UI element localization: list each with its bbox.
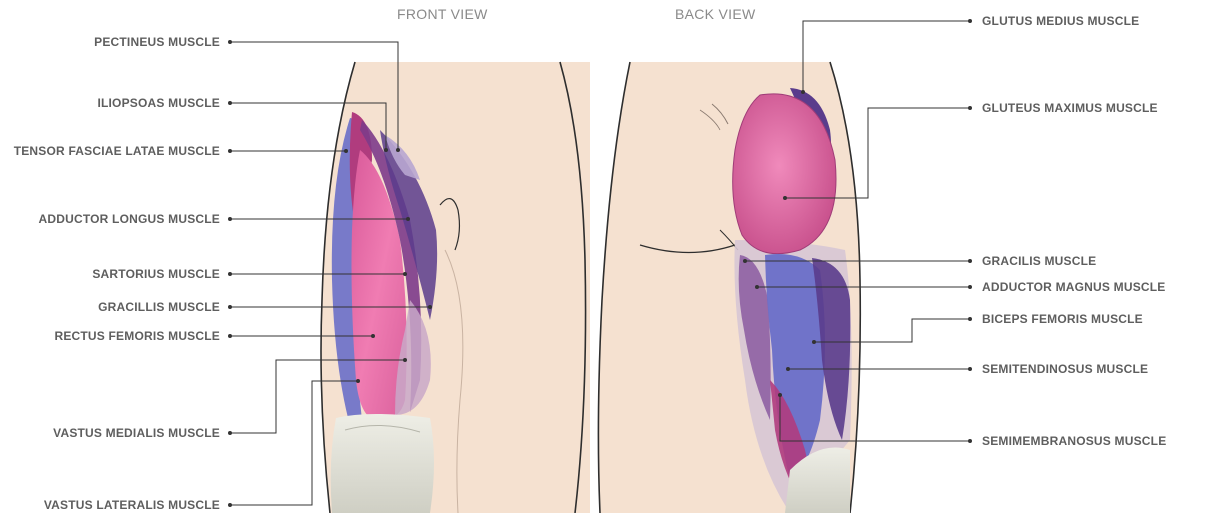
label-rectus-femoris: RECTUS FEMORIS MUSCLE <box>54 327 220 345</box>
label-semitendinosus: SEMITENDINOSUS MUSCLE <box>982 360 1148 378</box>
label-pectineus: PECTINEUS MUSCLE <box>94 33 220 51</box>
label-adductor-magnus: ADDUCTOR MAGNUS MUSCLE <box>982 278 1166 296</box>
label-gluteus-maximus: GLUTEUS MAXIMUS MUSCLE <box>982 99 1158 117</box>
label-glutus-medius: GLUTUS MEDIUS MUSCLE <box>982 12 1139 30</box>
label-gracillis: GRACILLIS MUSCLE <box>98 298 220 316</box>
label-adductor-longus: ADDUCTOR LONGUS MUSCLE <box>38 210 220 228</box>
label-iliopsoas: ILIOPSOAS MUSCLE <box>97 94 220 112</box>
label-sartorius: SARTORIUS MUSCLE <box>92 265 220 283</box>
label-tensor-fasciae-latae: TENSOR FASCIAE LATAE MUSCLE <box>0 142 220 160</box>
front-view-title: FRONT VIEW <box>397 6 488 22</box>
front-view-figure <box>321 62 590 513</box>
front-knee <box>331 414 434 513</box>
label-biceps-femoris: BICEPS FEMORIS MUSCLE <box>982 310 1143 328</box>
label-vastus-lateralis: VASTUS LATERALIS MUSCLE <box>44 496 220 514</box>
label-gracilis: GRACILIS MUSCLE <box>982 252 1096 270</box>
label-vastus-medialis: VASTUS MEDIALIS MUSCLE <box>53 424 220 442</box>
back-view-title: BACK VIEW <box>675 6 756 22</box>
label-semimembranosus: SEMIMEMBRANOSUS MUSCLE <box>982 432 1166 450</box>
